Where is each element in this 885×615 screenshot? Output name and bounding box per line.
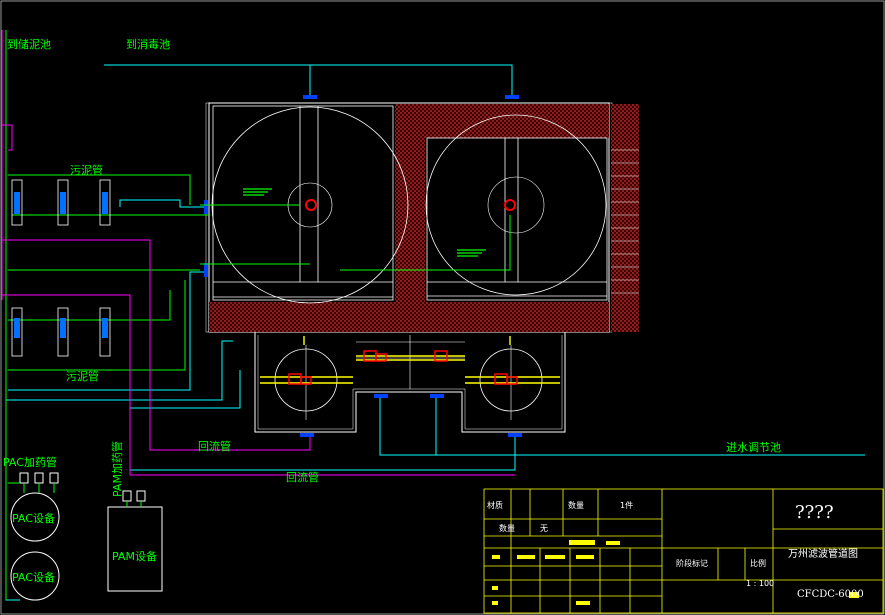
motor-right-icon (504, 199, 516, 211)
tb-drawing-title: 万州滤波管道图 (788, 547, 858, 560)
pac-equipment-1-label: PAC设备 (12, 511, 55, 525)
tb-stage-label: 阶段标记 (676, 558, 708, 568)
tb-quantity-label: 数量 (568, 500, 584, 510)
tb-quantity-value: 1件 (620, 500, 633, 510)
inlet-label: 进水调节池 (726, 441, 781, 454)
water-level-mark-right (457, 249, 486, 257)
pac-dosing-pipe-label: PAC加药管 (3, 455, 57, 469)
tb-none-label: 无 (540, 524, 548, 533)
pam-equipment (107, 506, 163, 592)
tb-drawing-number: CFCDC-6000 (797, 589, 864, 600)
filter-disc-right (425, 114, 607, 296)
tb-material-label: 材质 (487, 500, 503, 510)
to-disinfect-label: 到消毒池 (126, 37, 170, 51)
pam-dosing-pipe-label: PAM加药管 (110, 441, 124, 497)
sludge-pump-group-bottom (11, 307, 111, 357)
settling-tanks (254, 332, 566, 433)
hatched-wall-bottom (209, 302, 609, 332)
return-pipe-label-1: 回流管 (198, 439, 231, 453)
title-block (483, 488, 884, 614)
water-level-mark-left (243, 188, 272, 196)
hatched-wall-right (611, 104, 639, 332)
tb-count-label: 数量 (499, 523, 515, 533)
sludge-pipe-label-bottom: 污泥管 (66, 369, 99, 383)
pac-equipment-1 (10, 492, 60, 542)
tb-scale-value: 1 : 100 (746, 579, 774, 588)
hatched-wall-top (395, 104, 609, 138)
sludge-pump-group-top (11, 179, 111, 226)
disinfection-pipe (5, 64, 865, 601)
sludge-pipes (5, 30, 511, 600)
return-pipes (1, 30, 515, 476)
pac-equipment-2 (10, 551, 60, 601)
pam-equipment-label: PAM设备 (112, 549, 157, 563)
main-tank (205, 102, 639, 333)
tb-company: ???? (795, 502, 834, 523)
hatched-wall-middle (395, 104, 425, 304)
motor-left-icon (305, 199, 317, 211)
return-pipe-label-2: 回流管 (286, 470, 319, 484)
sludge-pipe-label-top: 污泥管 (70, 163, 103, 177)
tb-scale-label: 比例 (750, 558, 766, 568)
pac-equipment-2-label: PAC设备 (12, 570, 55, 584)
to-sludge-label: 到储泥池 (7, 37, 51, 51)
